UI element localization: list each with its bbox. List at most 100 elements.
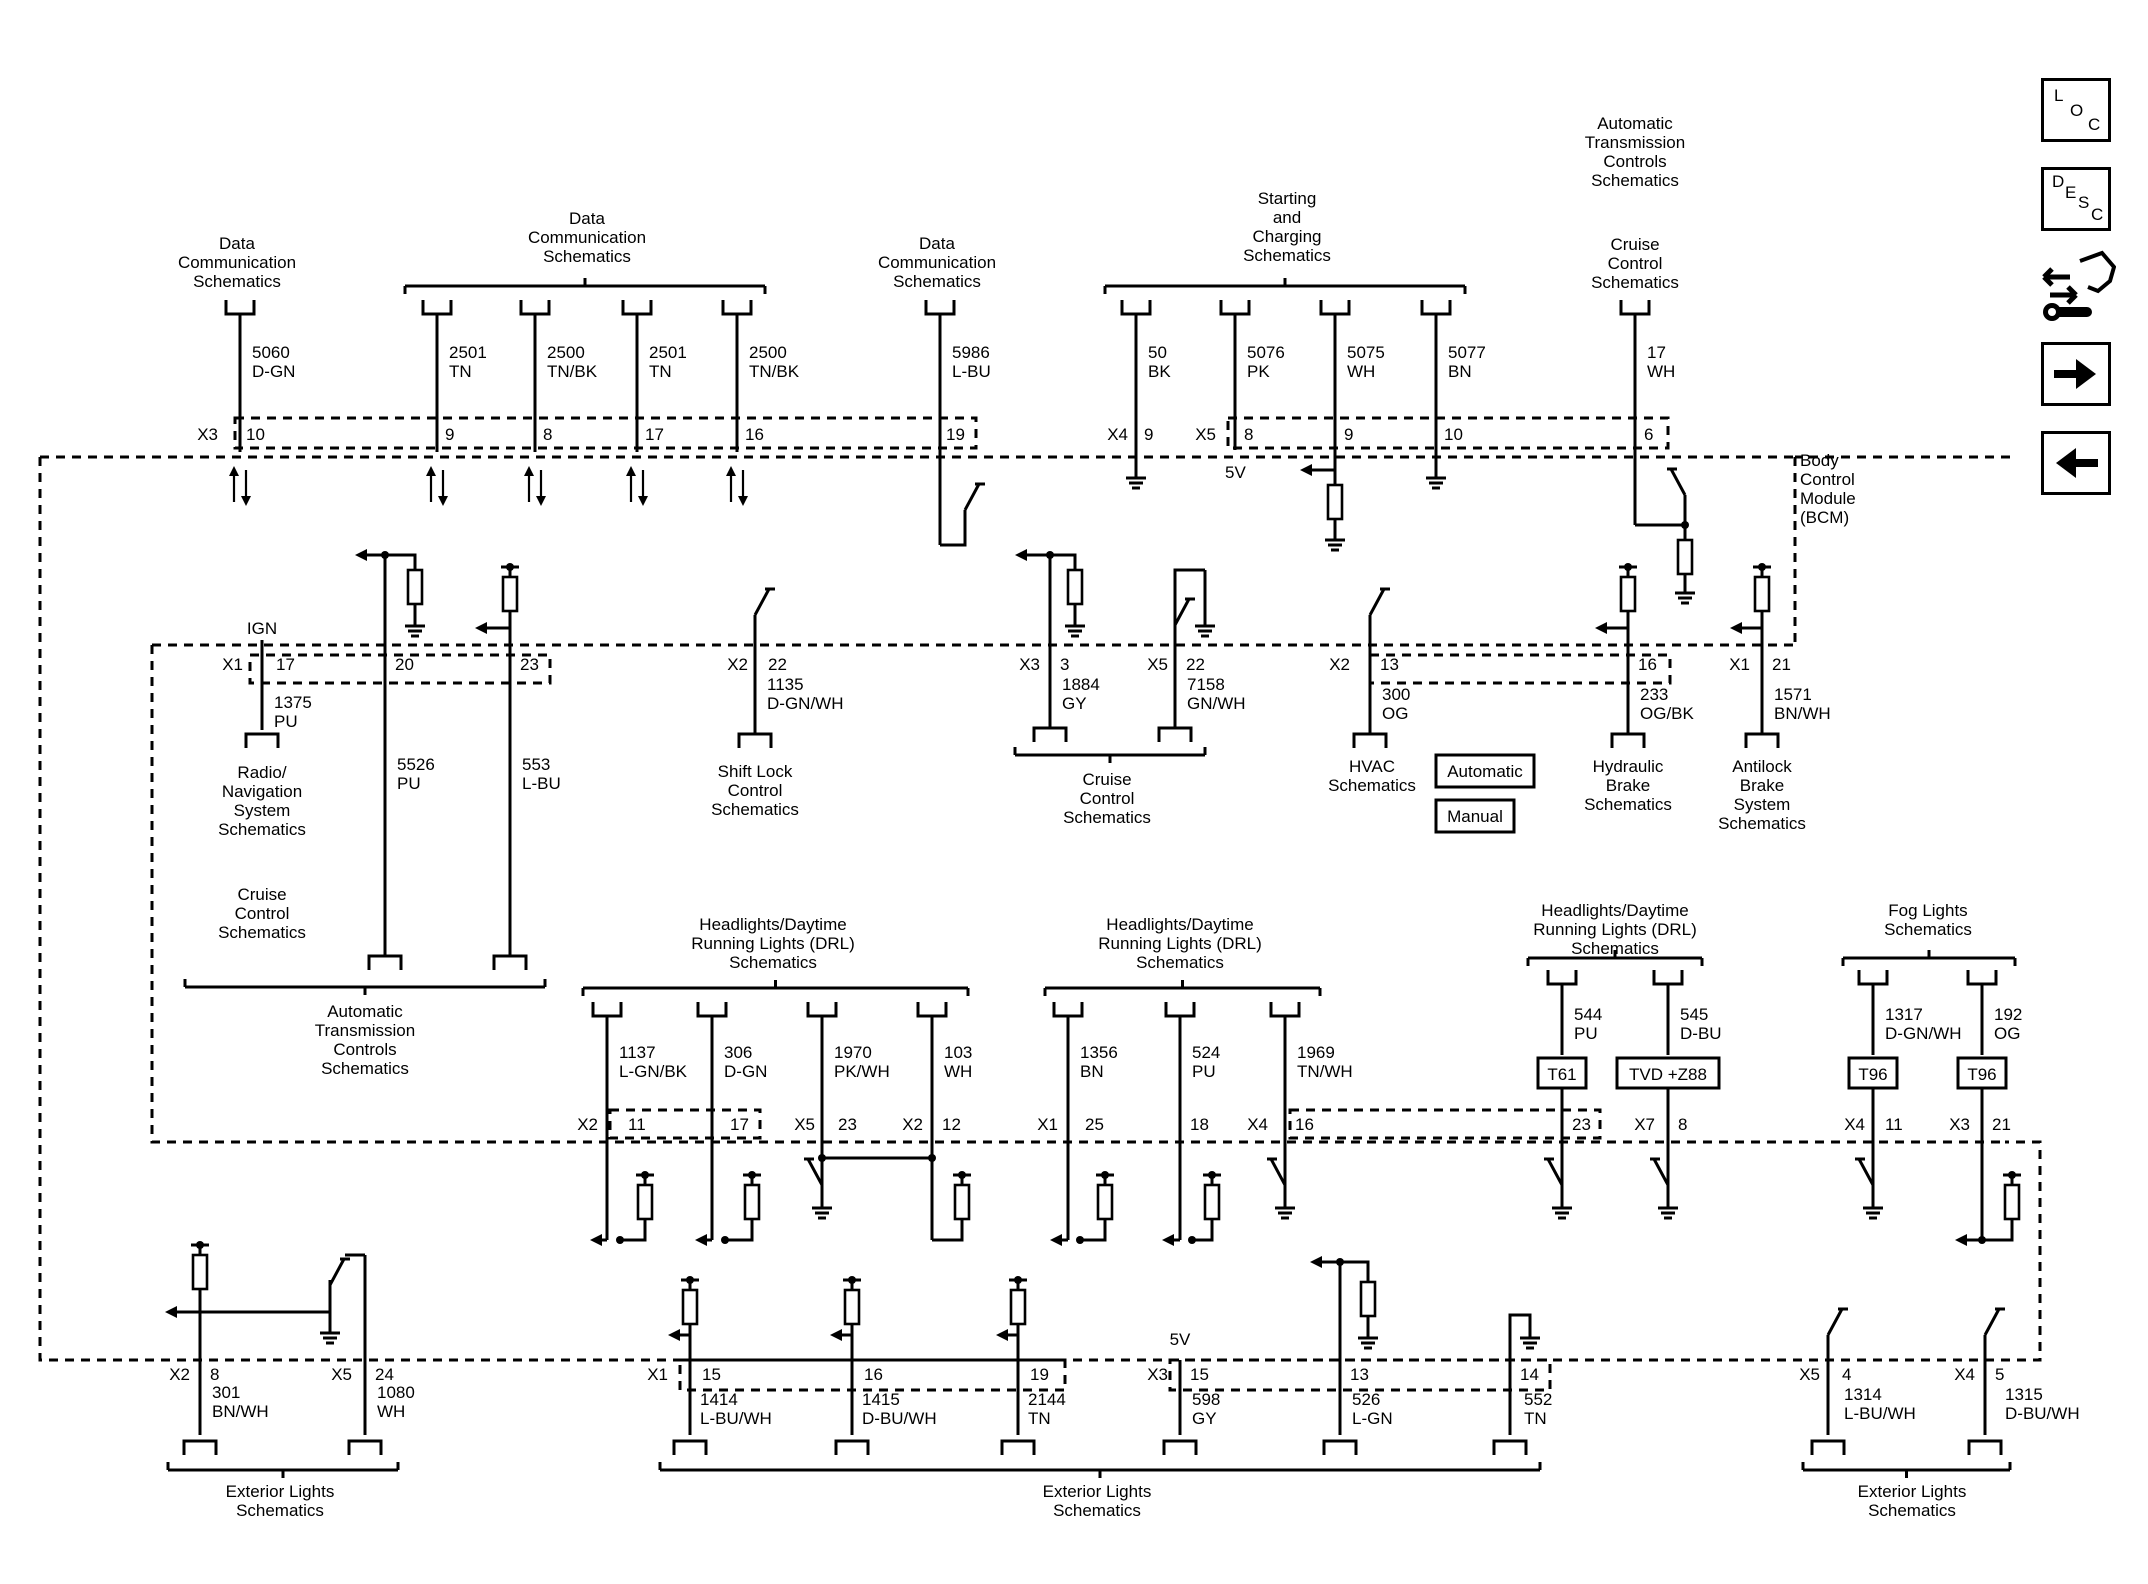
resistor-icon	[2003, 1183, 2021, 1221]
ref-data-communication-line: Schematics	[893, 272, 981, 291]
circuit-color: PU	[274, 712, 298, 731]
ref-headlights-drl-line: Headlights/Daytime	[699, 915, 846, 934]
arrow-up-icon	[426, 466, 436, 476]
circuit-color: BN	[1080, 1062, 1104, 1081]
bcm-label-line: Module	[1800, 489, 1856, 508]
ref-automatic-transmission-line: Automatic	[327, 1002, 403, 1021]
ref-cruise-control-line: Cruise	[1610, 235, 1659, 254]
arrow-left-icon	[1162, 1234, 1174, 1246]
connector-id: X2	[727, 655, 748, 674]
ref-data-communication-line: Schematics	[193, 272, 281, 291]
connector-icon	[1610, 732, 1646, 748]
switch-icon	[1983, 1308, 2001, 1336]
ref-hvac-line: Schematics	[1328, 776, 1416, 795]
circuit-color: L-BU	[522, 774, 561, 793]
circuit-color: TN	[1524, 1409, 1547, 1428]
ref-antilock-brake-line: Antilock	[1732, 757, 1792, 776]
pin-number: 10	[1444, 425, 1463, 444]
ref-exterior-lights-line: Schematics	[236, 1501, 324, 1520]
resistor-icon	[636, 1183, 654, 1221]
circuit-color: WH	[1347, 362, 1375, 381]
ref-cruise-control-line: Control	[235, 904, 290, 923]
arrow-left-icon	[996, 1329, 1008, 1341]
circuit-color: TN	[449, 362, 472, 381]
connector-icon	[737, 732, 773, 748]
ref-data-communication-line: Schematics	[543, 247, 631, 266]
circuit-color: L-GN	[1352, 1409, 1393, 1428]
circuit-number: 1969	[1297, 1043, 1335, 1062]
circuit-number: 5077	[1448, 343, 1486, 362]
connector-icon	[1546, 970, 1578, 986]
ref-cruise-control-line: Control	[1080, 789, 1135, 808]
t96-label: T96	[1858, 1065, 1887, 1084]
pin-number: 8	[543, 425, 552, 444]
arrow-right-icon	[2054, 359, 2096, 389]
back-button[interactable]	[2041, 431, 2111, 495]
connector-icon	[672, 1439, 708, 1455]
circuit-color: OG	[1994, 1024, 2020, 1043]
connector-icon	[1619, 300, 1651, 316]
connector-icon	[1810, 1439, 1846, 1455]
circuit-number: 103	[944, 1043, 972, 1062]
switch-icon	[1269, 1158, 1287, 1186]
ref-data-communication-line: Data	[569, 209, 605, 228]
forward-button[interactable]	[2041, 342, 2111, 406]
connector-x4b-box	[1288, 1108, 1602, 1140]
connector-x3c-box	[1168, 1358, 1552, 1392]
ref-cruise-control-line: Schematics	[218, 923, 306, 942]
connector-id: X2	[902, 1115, 923, 1134]
arrow-up-icon	[229, 466, 239, 476]
pin-number: 20	[395, 655, 414, 674]
connector-icon	[1967, 1439, 2003, 1455]
supply-5v-label: 5V	[1170, 1330, 1191, 1349]
circuit-color: OG/BK	[1640, 704, 1695, 723]
circuit-number: 301	[212, 1383, 240, 1402]
connector-icon	[834, 1439, 870, 1455]
circuit-number: 1314	[1844, 1385, 1882, 1404]
circuit-color: GN/WH	[1187, 694, 1246, 713]
circuit-color: PK	[1247, 362, 1270, 381]
circuit-number: 2501	[449, 343, 487, 362]
ref-automatic-transmission-line: Controls	[1603, 152, 1666, 171]
circuit-number: 233	[1640, 685, 1668, 704]
description-button[interactable]: D E S C	[2041, 167, 2111, 231]
ref-automatic-transmission-line: Controls	[333, 1040, 396, 1059]
circuit-number: 2500	[749, 343, 787, 362]
connector-id: X4	[1247, 1115, 1268, 1134]
arrow-up-icon	[626, 466, 636, 476]
pin-number: 4	[1842, 1365, 1851, 1384]
circuit-color: OG	[1382, 704, 1408, 723]
resistor-icon	[1753, 575, 1771, 613]
circuit-number: 1884	[1062, 675, 1100, 694]
pin-number: 21	[1772, 655, 1791, 674]
pin-number: 23	[838, 1115, 857, 1134]
connector-x2b-box	[608, 1108, 762, 1140]
resistor-icon	[1203, 1183, 1221, 1221]
pin-number: 19	[1030, 1365, 1049, 1384]
ref-cruise-control-line: Cruise	[1082, 770, 1131, 789]
circuit-number: 545	[1680, 1005, 1708, 1024]
circuit-number: 2501	[649, 343, 687, 362]
ref-headlights-drl-line: Headlights/Daytime	[1106, 915, 1253, 934]
loc-letter-l: L	[2054, 86, 2064, 105]
switch-icon	[753, 588, 771, 616]
connector-id: X1	[647, 1365, 668, 1384]
connector-icon	[1652, 970, 1684, 986]
connector-icon	[1492, 1439, 1528, 1455]
ref-starting-charging-line: Starting	[1258, 189, 1317, 208]
tools-icon[interactable]	[2040, 247, 2117, 327]
arrow-left-icon	[830, 1329, 842, 1341]
switch-icon	[1368, 588, 1386, 616]
circuit-color: D-GN	[724, 1062, 767, 1081]
location-button[interactable]: L O C	[2041, 78, 2111, 142]
bcm-boundary	[38, 457, 2042, 1362]
connector-id: X3	[1147, 1365, 1168, 1384]
ref-headlights-drl-line: Schematics	[1136, 953, 1224, 972]
connector-id: X5	[794, 1115, 815, 1134]
circuit-number: 1080	[377, 1383, 415, 1402]
connector-icon	[721, 300, 753, 316]
resistor-icon	[1009, 1288, 1027, 1326]
ref-data-communication-line: Communication	[878, 253, 996, 272]
pin-number: 13	[1380, 655, 1399, 674]
connector-icon	[1000, 1439, 1036, 1455]
